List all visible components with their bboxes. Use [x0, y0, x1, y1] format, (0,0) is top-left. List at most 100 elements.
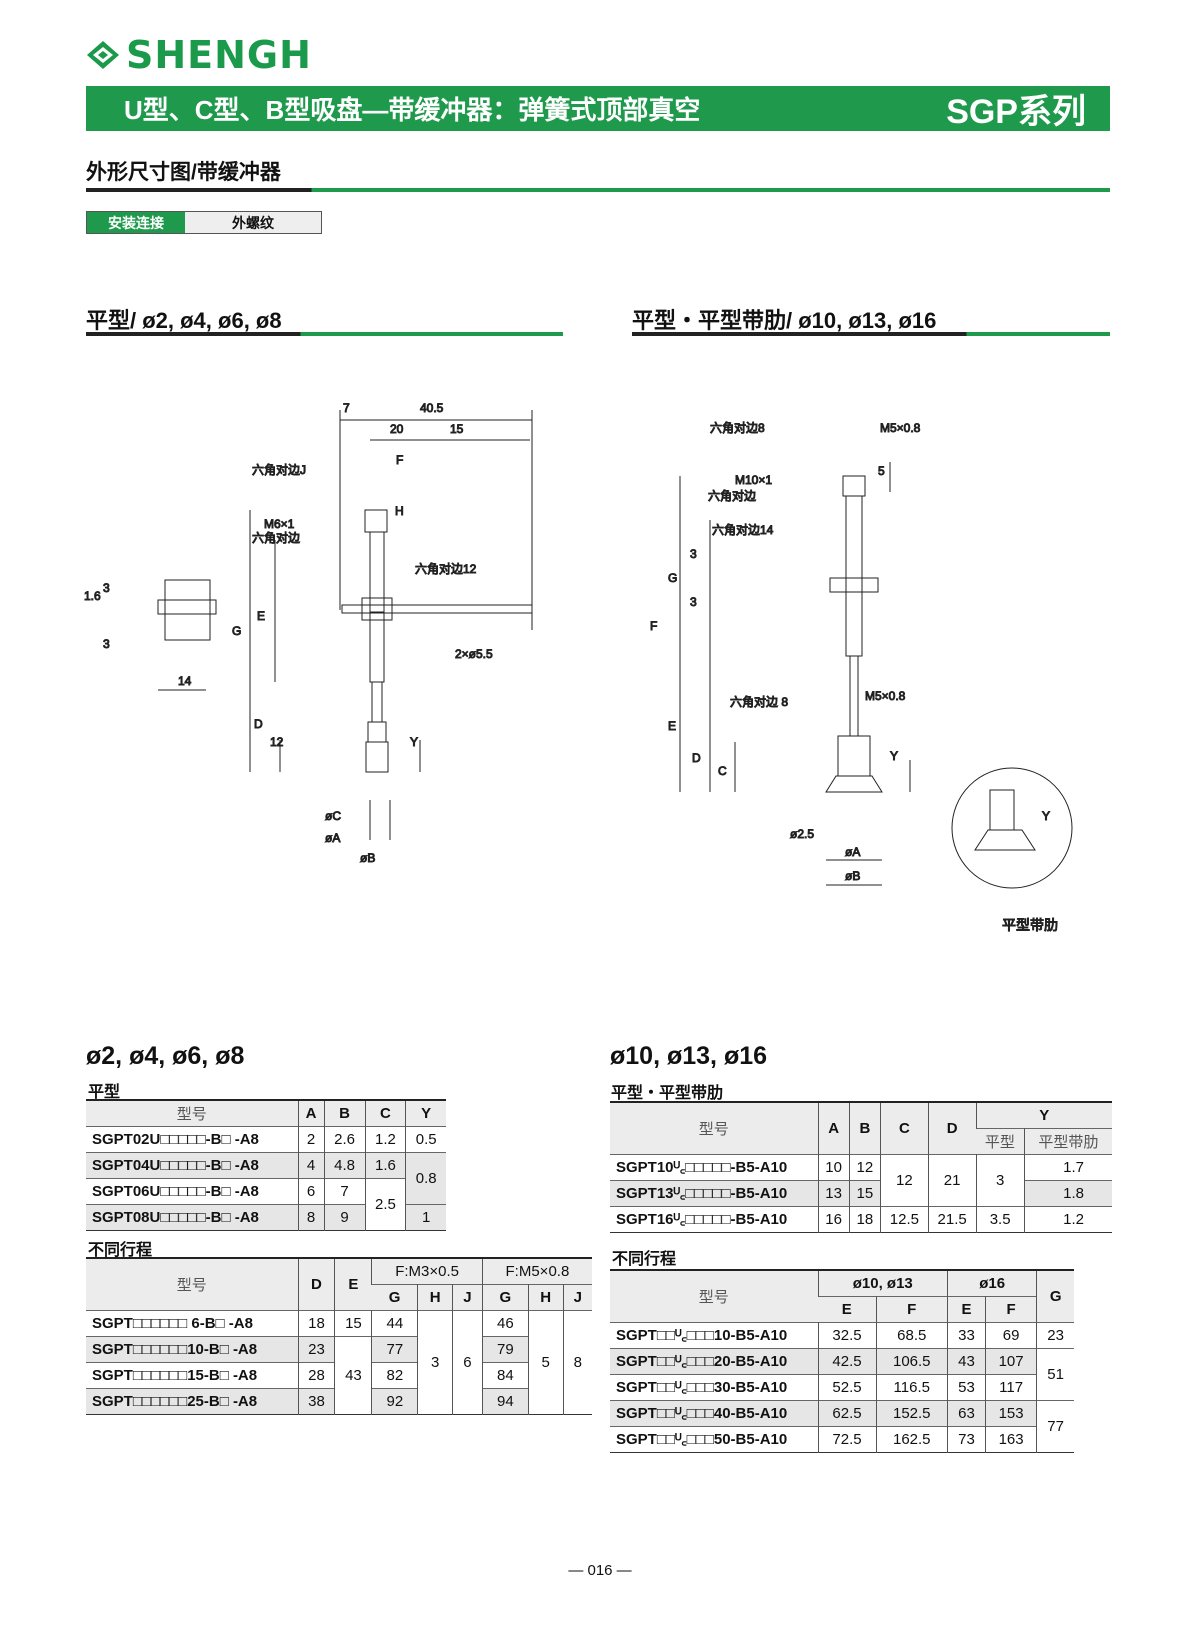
col-header: 型号	[610, 1269, 818, 1322]
dim-label: 40.5	[420, 401, 444, 415]
cell: 3.5	[975, 1206, 1025, 1232]
left-dimension-drawing: 7 40.5 20 15 六角对边J F H M6×1 六角对边 六角对边12 …	[84, 401, 533, 866]
cell: 62.5	[817, 1400, 877, 1426]
cell: 15	[848, 1180, 881, 1206]
col-header: H	[527, 1284, 564, 1310]
cell: 4	[297, 1152, 325, 1178]
dim-label: D	[692, 751, 701, 765]
dim-label: øC	[325, 809, 341, 823]
dim-label: 六角对边 8	[730, 695, 788, 709]
cell: 52.5	[817, 1374, 877, 1400]
cell: 82	[371, 1362, 418, 1388]
dim-label: 3	[103, 637, 110, 651]
col-header: G	[371, 1284, 418, 1310]
cell: 1.6	[364, 1152, 406, 1178]
cell: 21.5	[927, 1206, 977, 1232]
mounting-tag: 安装连接 外螺纹	[86, 211, 322, 234]
model-cell: SGPT08U□□□□□-B□ -A8	[86, 1204, 298, 1230]
col-header: E	[818, 1296, 877, 1322]
col-header: F	[984, 1296, 1037, 1322]
col-header: B	[323, 1099, 365, 1126]
dim-label: øA	[325, 831, 340, 845]
cell: 84	[481, 1362, 529, 1388]
dim-label: 7	[343, 401, 350, 415]
model-cell: SGPT02U□□□□□-B□ -A8	[92, 1130, 259, 1148]
cell: 1.8	[1023, 1180, 1112, 1206]
cell: 69	[984, 1322, 1037, 1348]
cell: 6	[452, 1310, 483, 1414]
col-header: D	[927, 1101, 977, 1154]
col-header: H	[417, 1284, 453, 1310]
col-header: 型号	[610, 1101, 818, 1154]
cell: 107	[984, 1348, 1037, 1374]
dim-label: D	[254, 717, 263, 731]
model-cell: SGPT□□□□□□25-B□ -A8	[86, 1388, 298, 1414]
dim-label: 六角对边J	[252, 463, 306, 477]
cell: 6	[297, 1178, 325, 1204]
col-header: J	[562, 1284, 592, 1310]
dim-label: M5×0.8	[865, 689, 906, 703]
dim-label: 3	[690, 595, 697, 609]
cell: 79	[481, 1336, 529, 1362]
cell: 12	[848, 1154, 881, 1180]
cell: 43	[334, 1336, 372, 1414]
model-cell: SGPT□□ᵁ꜀□□□20-B5-A10	[610, 1348, 818, 1374]
dim-label: 六角对边8	[710, 421, 765, 435]
right-dimension-drawing: 六角对边8 M5×0.8 5 M10×1 六角对边 六角对边14 3 G 3 F…	[650, 421, 1073, 934]
model-cell: SGPT□□□□□□10-B□ -A8	[86, 1336, 298, 1362]
cell: 8	[297, 1204, 325, 1230]
dim-label: 六角对边	[708, 489, 756, 503]
col-header: Y	[975, 1101, 1112, 1128]
col-header: 平型带肋	[1023, 1128, 1112, 1154]
divider	[86, 332, 563, 336]
dim-label: M6×1	[264, 517, 295, 531]
logo-icon	[87, 41, 119, 69]
left-drawing-title: 平型/ ø2, ø4, ø6, ø8	[86, 308, 282, 333]
inset-caption: 平型带肋	[1002, 917, 1058, 933]
col-header: F:M5×0.8	[481, 1257, 592, 1284]
cell: 0.5	[405, 1126, 446, 1152]
cell: 32.5	[817, 1322, 877, 1348]
cell: 153	[984, 1400, 1037, 1426]
dim-label: øA	[845, 845, 860, 859]
divider	[632, 332, 1110, 336]
table1-subheading: 平型	[88, 1084, 121, 1101]
cell: 163	[984, 1426, 1037, 1452]
col-header: E	[334, 1257, 372, 1310]
col-header: 型号	[86, 1257, 298, 1310]
dim-label: ø2.5	[790, 827, 814, 841]
col-header: D	[297, 1257, 335, 1310]
cell: 9	[323, 1204, 365, 1230]
divider	[86, 188, 1110, 192]
dim-label: 六角对边14	[712, 523, 774, 537]
col-header: 型号	[86, 1099, 298, 1126]
model-cell: SGPT□□□□□□15-B□ -A8	[92, 1366, 258, 1384]
cell: 3	[975, 1154, 1025, 1206]
cell: 77	[1036, 1400, 1074, 1452]
cell: 3	[417, 1310, 453, 1414]
col-header: A	[817, 1101, 850, 1154]
cell: 44	[371, 1310, 418, 1336]
model-cell: SGPT16ᵁ꜀□□□□□-B5-A10	[616, 1211, 788, 1228]
cell: 152.5	[875, 1400, 948, 1426]
dim-label: Y	[410, 735, 418, 749]
cell: 92	[371, 1388, 418, 1414]
col-header: A	[297, 1099, 325, 1126]
cell: 116.5	[875, 1374, 948, 1400]
cell: 68.5	[875, 1322, 948, 1348]
cell: 0.8	[405, 1152, 446, 1204]
cell: 8	[562, 1310, 592, 1414]
dim-label: 20	[390, 422, 404, 436]
cell: 1.2	[364, 1126, 406, 1152]
dim-label: 5	[878, 464, 885, 478]
model-cell: SGPT13ᵁ꜀□□□□□-B5-A10	[610, 1180, 818, 1206]
model-cell: SGPT□□ᵁ꜀□□□10-B5-A10	[616, 1327, 788, 1344]
series-name: SGP系列	[946, 93, 1086, 131]
